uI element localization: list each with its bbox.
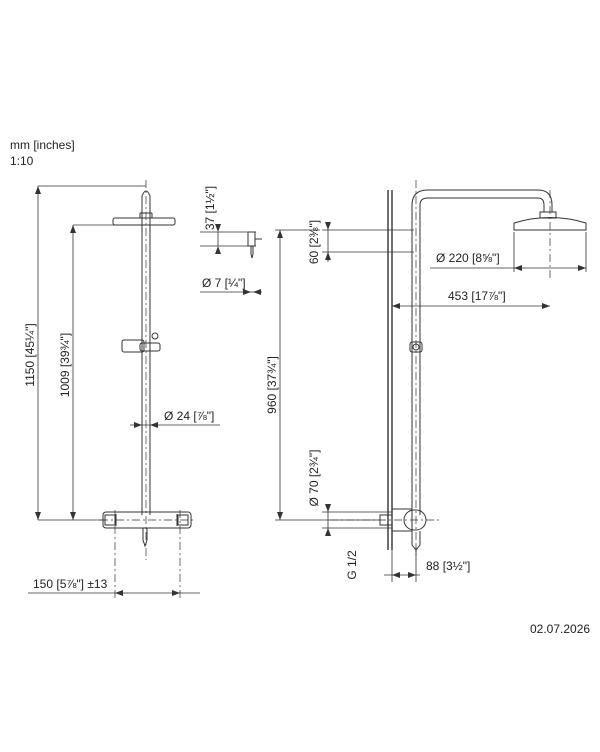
dimension-arrows xyxy=(35,186,586,596)
pipe-diameter-text: Ø 24 [⅞"] xyxy=(164,409,214,423)
scale-label: 1:10 xyxy=(10,154,34,168)
outlet-to-arm-text: 960 [37¾"] xyxy=(265,356,279,414)
head-diameter-text: Ø 220 [8⅝"] xyxy=(436,251,500,265)
front-view-outline xyxy=(102,190,192,548)
detail-view xyxy=(200,231,262,293)
units-label: mm [inches] xyxy=(10,138,75,152)
front-view-centerlines xyxy=(100,180,195,600)
arm-projection-text: 453 [17⅞"] xyxy=(448,289,506,303)
nozzle-diameter-text: Ø 7 [¼"] xyxy=(202,276,246,290)
side-view-dimensions xyxy=(275,222,587,582)
overall-height-text: 1150 [45¼"] xyxy=(23,323,37,386)
escutcheon-diameter-text: Ø 70 [2¾"] xyxy=(307,450,321,507)
nozzle-length-text: 37 [1½"] xyxy=(203,186,217,230)
side-view-outline xyxy=(379,189,587,551)
head-thickness-text: 60 [2⅜"] xyxy=(307,220,321,264)
centers-text: 150 [5⅞"] ±13 xyxy=(33,577,108,591)
front-view-dimensions xyxy=(28,185,220,594)
side-view-centerlines xyxy=(330,180,551,560)
wall-distance-text: 88 [3½"] xyxy=(426,559,470,573)
date-label: 02.07.2026 xyxy=(530,622,591,636)
riser-height-text: 1009 [39¾"] xyxy=(58,333,72,397)
thread-text: G 1/2 xyxy=(345,550,359,580)
